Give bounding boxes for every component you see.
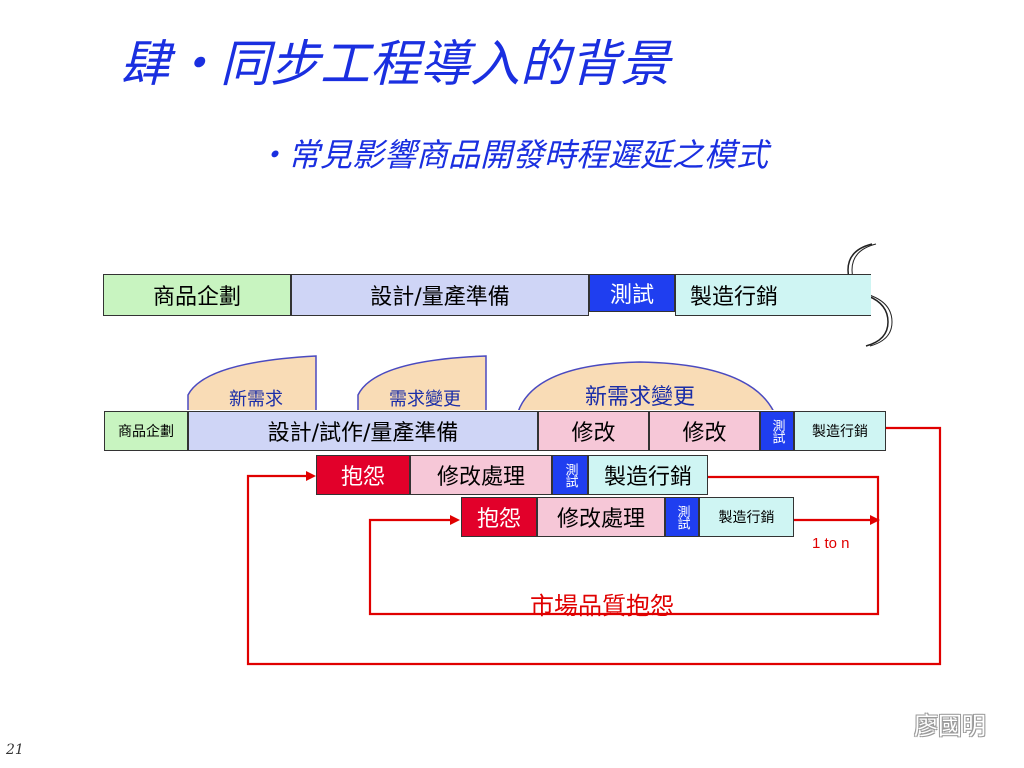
row4-manufacturing-box: 製造行銷 — [699, 497, 794, 537]
tab-label-new-requirement-change: 新需求變更 — [584, 385, 695, 410]
row2-design-box: 設計/試作/量產準備 — [188, 411, 538, 451]
row1-manufacturing-box: 製造行銷 — [675, 274, 871, 316]
row3-modify-processing-box: 修改處理 — [410, 455, 552, 495]
row2-modify-box-1: 修改 — [538, 411, 649, 451]
page-title: 肆‧同步工程導入的背景 — [120, 35, 670, 93]
tab-new-requirement — [187, 355, 317, 413]
row1-planning-box: 商品企劃 — [103, 274, 291, 316]
row1-design-box: 設計/量產準備 — [291, 274, 589, 316]
tab-new-requirement-change — [516, 361, 776, 413]
row4-complaint-box: 抱怨 — [461, 497, 537, 537]
tab-label-new-requirement: 新需求 — [229, 389, 283, 410]
row2-manufacturing-box: 製造行銷 — [794, 411, 886, 451]
row2-planning-box: 商品企劃 — [104, 411, 188, 451]
row1-test-box: 測試 — [589, 274, 675, 312]
row3-manufacturing-box: 製造行銷 — [588, 455, 708, 495]
market-quality-complaint-label: 市場品質抱怨 — [530, 592, 674, 620]
row3-test-box: 測試 — [552, 455, 588, 495]
tab-label-requirement-change: 需求變更 — [389, 389, 461, 410]
row4-modify-processing-box: 修改處理 — [537, 497, 665, 537]
page-subtitle: ‧常見影響商品開發時程遲延之模式 — [256, 136, 769, 174]
one-to-n-label: 1 to n — [812, 535, 850, 552]
author-name: 廖國明 — [914, 712, 986, 740]
tab-requirement-change — [357, 355, 487, 413]
row4-test-box: 測試 — [665, 497, 699, 537]
page-number: 21 — [6, 742, 24, 758]
row2-test-box: 測試 — [760, 411, 794, 451]
row2-modify-box-2: 修改 — [649, 411, 760, 451]
row3-complaint-box: 抱怨 — [316, 455, 410, 495]
